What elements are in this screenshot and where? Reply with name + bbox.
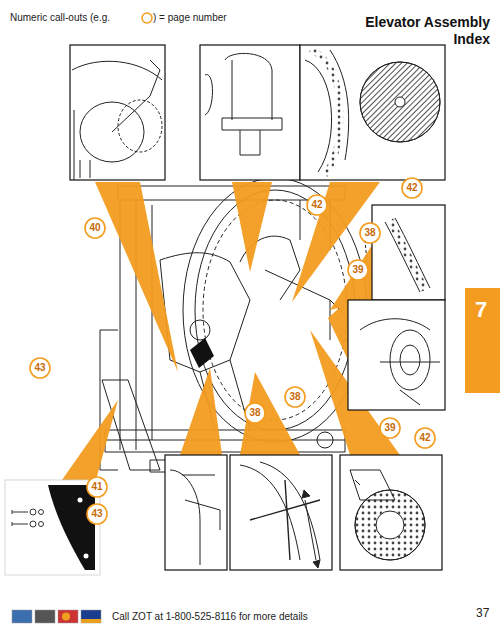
callout-number: 43 bbox=[29, 357, 51, 379]
callout-text: 42 bbox=[414, 433, 436, 443]
callout-number: 42 bbox=[414, 427, 436, 449]
callout-number: 39 bbox=[379, 417, 401, 439]
legend-note: ) = page number bbox=[153, 12, 227, 23]
callout-text: 43 bbox=[29, 363, 51, 373]
callout-text: 38 bbox=[359, 228, 381, 238]
page-number: 37 bbox=[476, 606, 489, 620]
callout-number: 39 bbox=[347, 259, 369, 281]
legend-note: Numeric call-outs (e.g. bbox=[10, 12, 110, 23]
callout-text: 39 bbox=[347, 265, 369, 275]
callout-number: 38 bbox=[284, 386, 306, 408]
inset-details bbox=[72, 50, 440, 565]
callout-number: 40 bbox=[84, 217, 106, 239]
example-callout bbox=[142, 13, 152, 23]
chapter-number: 7 bbox=[475, 297, 487, 323]
callout-number: 38 bbox=[359, 222, 381, 244]
callout-text: 38 bbox=[284, 392, 306, 402]
payment-icons bbox=[12, 610, 101, 623]
callout-text: 40 bbox=[84, 223, 106, 233]
callout-number: 41 bbox=[86, 476, 108, 498]
callout-text: 42 bbox=[401, 183, 423, 193]
callout-text: 43 bbox=[86, 509, 108, 519]
callout-number: 38 bbox=[244, 402, 266, 424]
callout-number: 42 bbox=[401, 177, 423, 199]
shield-part bbox=[5, 480, 100, 575]
callout-number: 42 bbox=[306, 194, 328, 216]
callout-text: 39 bbox=[379, 423, 401, 433]
callout-text: 41 bbox=[86, 482, 108, 492]
footer-note: Call ZOT at 1-800-525-8116 for more deta… bbox=[112, 611, 308, 622]
inset-frames bbox=[70, 45, 445, 570]
page-title: Elevator Assembly Index bbox=[350, 14, 490, 48]
chapter-tab bbox=[465, 288, 500, 393]
height-arrow bbox=[302, 490, 320, 568]
callout-text: 42 bbox=[306, 200, 328, 210]
callout-number: 43 bbox=[86, 503, 108, 525]
callout-text: 38 bbox=[244, 408, 266, 418]
